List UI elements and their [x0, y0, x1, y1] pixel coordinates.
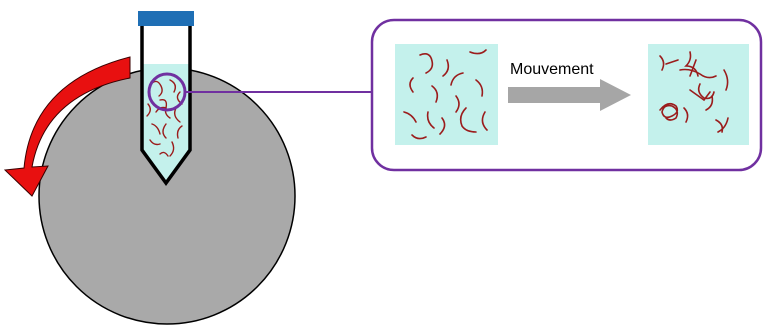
- right-arrow-icon: [508, 79, 631, 111]
- before-fibers: [403, 49, 488, 140]
- tube-outline: [140, 26, 192, 186]
- after-panel: [648, 44, 749, 145]
- curved-rotation-arrow-icon: [3, 56, 131, 197]
- tube-cap: [138, 11, 194, 26]
- motion-label: Mouvement: [510, 61, 594, 78]
- after-fibers: [659, 51, 729, 133]
